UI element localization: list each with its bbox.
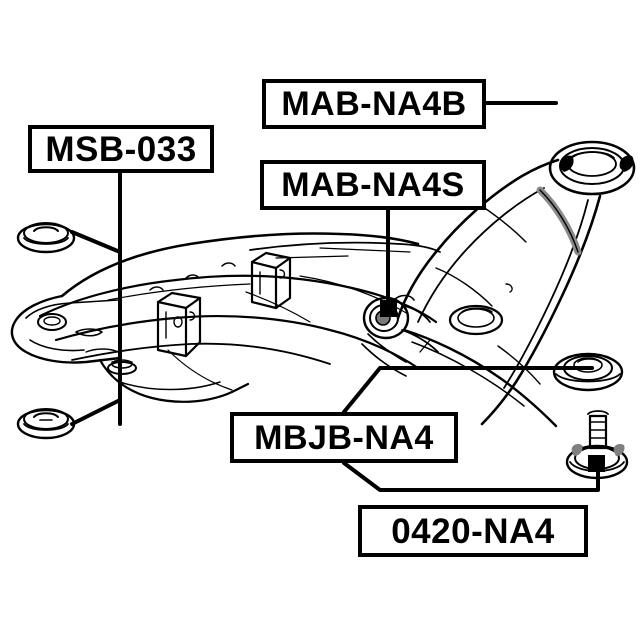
part-number-text: MBJB-NA4 <box>254 418 434 457</box>
stabilizer-bushing-upper <box>16 222 76 254</box>
control-arm-rear-bushing <box>548 140 636 196</box>
part-label-mab-na4s[interactable]: MAB-NA4S <box>260 160 486 210</box>
part-number-text: 0420-NA4 <box>391 511 555 551</box>
stabilizer-bushing-lower <box>16 408 76 440</box>
part-number-text: MAB-NA4S <box>281 166 465 204</box>
part-label-mab-na4b[interactable]: MAB-NA4B <box>262 79 486 129</box>
part-label-msb-033[interactable]: MSB-033 <box>28 125 214 173</box>
terminator-mab-na4s <box>380 300 397 317</box>
part-number-text: MSB-033 <box>45 129 197 169</box>
part-number-text: MAB-NA4B <box>281 85 467 123</box>
lower-control-arm <box>361 140 636 480</box>
front-suspension-crossmember <box>10 232 441 403</box>
terminator-ball-joint <box>588 455 605 472</box>
control-arm-front-bushing <box>361 294 439 377</box>
part-label-mbjb-na4[interactable]: MBJB-NA4 <box>230 412 458 463</box>
leader-lines <box>70 101 600 492</box>
control-arm-middle-bushing <box>448 304 504 336</box>
control-arm-lower-bushing-pad <box>552 352 624 392</box>
leader-terminators <box>380 300 605 472</box>
part-label-0420-na4[interactable]: 0420-NA4 <box>358 505 588 557</box>
